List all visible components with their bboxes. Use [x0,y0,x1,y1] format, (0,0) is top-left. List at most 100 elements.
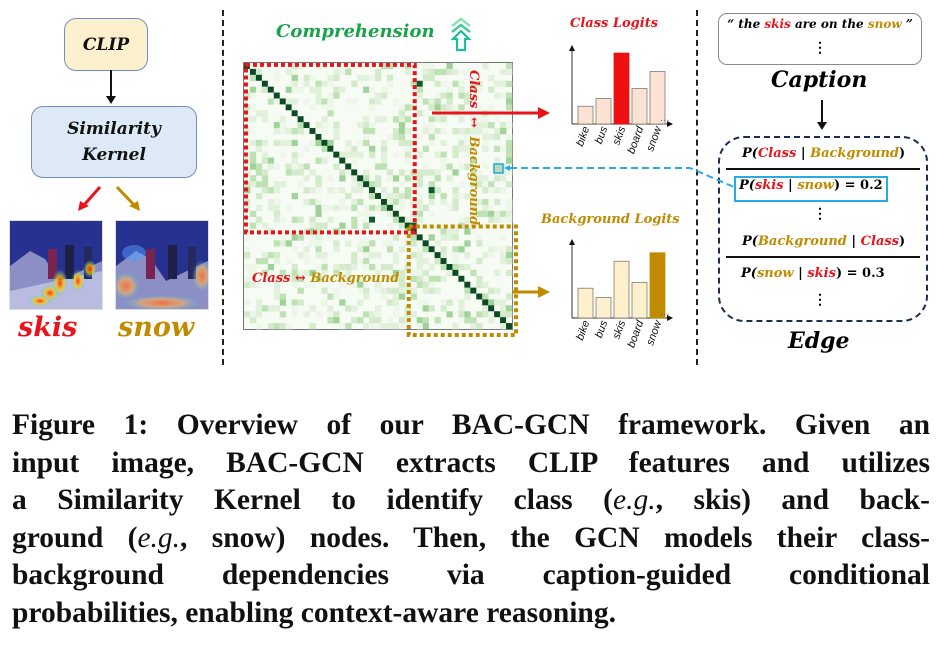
matrix-cell [494,157,501,164]
matrix-cell [398,281,406,288]
matrix-cell [369,122,376,129]
matrix-cell [255,145,263,152]
matrix-cell [392,151,400,158]
matrix-cell [428,133,435,141]
matrix-cell [482,204,489,212]
matrix-cell [244,281,251,288]
matrix-cell [363,204,370,212]
matrix-cell [297,128,304,135]
matrix-cell [452,246,459,253]
matrix-cell [357,210,364,217]
matrix-diagonal-cell [506,323,512,329]
matrix-cell [458,181,465,188]
matrix-cell [357,151,364,158]
matrix-cell [249,263,257,271]
matrix-cell [369,210,376,217]
matrix-cell [315,222,322,229]
matrix-cell [291,139,298,147]
matrix-cell [398,133,406,141]
matrix-cell [494,175,501,182]
tick-label-skis: skis [611,318,629,340]
matrix-cell [297,252,304,259]
matrix-cell [351,204,358,212]
matrix-cell [506,104,513,111]
matrix-cell [363,263,370,271]
matrix-cell [345,305,352,312]
matrix-cell [416,110,423,117]
matrix-cell [327,311,334,318]
matrix-cell [345,63,352,70]
matrix-cell [357,287,364,294]
matrix-cell [500,210,507,217]
matrix-cell [458,163,465,170]
matrix-cell [428,263,435,271]
matrix-cell [500,246,507,253]
matrix-diagonal-cell [434,252,441,259]
matrix-cell [261,222,269,229]
matrix-cell [428,139,435,147]
matrix-cell [363,122,370,129]
matrix-cell [279,116,286,123]
matrix-cell [494,287,501,294]
matrix-cell [470,204,477,212]
matrix-cell [476,104,483,111]
matrix-cell [279,139,286,147]
matrix-cell [506,68,513,76]
matrix-cell [285,204,292,212]
matrix-cell [375,305,382,312]
matrix-cell [500,128,507,135]
matrix-cell [380,263,388,271]
prob-sep: | [783,178,798,193]
matrix-cell [339,323,346,330]
matrix-cell [482,63,489,70]
matrix-cell [404,305,412,312]
tick-label-bus: bus [593,318,611,339]
matrix-cell [261,258,269,265]
matrix-cell [273,287,281,294]
arrow-to-background-logits-icon [512,286,550,298]
matrix-cell [494,128,501,135]
matrix-cell [267,252,275,259]
matrix-diagonal-cell [464,281,471,288]
matrix-cell [410,234,418,241]
matrix-cell [398,275,406,283]
matrix-cell [315,198,322,206]
matrix-cell [500,305,507,312]
matrix-cell [422,323,429,330]
matrix-cell [506,216,513,223]
matrix-cell [255,68,263,76]
matrix-cell [267,263,275,271]
matrix-cell [440,139,447,147]
caption-eg: e.g. [137,521,181,554]
matrix-cell [363,175,370,182]
matrix-cell [273,198,281,206]
matrix-cell [369,128,376,135]
prob-sep: | [793,266,808,281]
caption-eg: e.g. [613,484,656,517]
matrix-cell [416,240,423,247]
matrix-cell [249,151,257,158]
matrix-cell [327,175,334,182]
matrix-cell [309,74,316,82]
matrix-cell [327,92,334,99]
matrix-cell [398,110,406,117]
matrix-cell [500,311,507,318]
matrix-cell [392,275,400,283]
matrix-cell [339,187,346,194]
matrix-cell [416,281,423,288]
matrix-cell [476,128,483,135]
matrix-cell [291,234,298,241]
matrix-cell [273,68,281,76]
edge-box [718,136,928,322]
matrix-cell [398,122,406,129]
matrix-cell [249,139,257,147]
matrix-cell [279,323,286,330]
matrix-diagonal-cell [404,222,411,229]
matrix-cell [255,110,263,117]
matrix-cell [375,116,382,123]
matrix-cell [470,169,477,176]
matrix-cell [422,269,429,277]
matrix-cell [315,98,322,105]
matrix-diagonal-cell [249,68,256,75]
matrix-cell [363,222,370,229]
